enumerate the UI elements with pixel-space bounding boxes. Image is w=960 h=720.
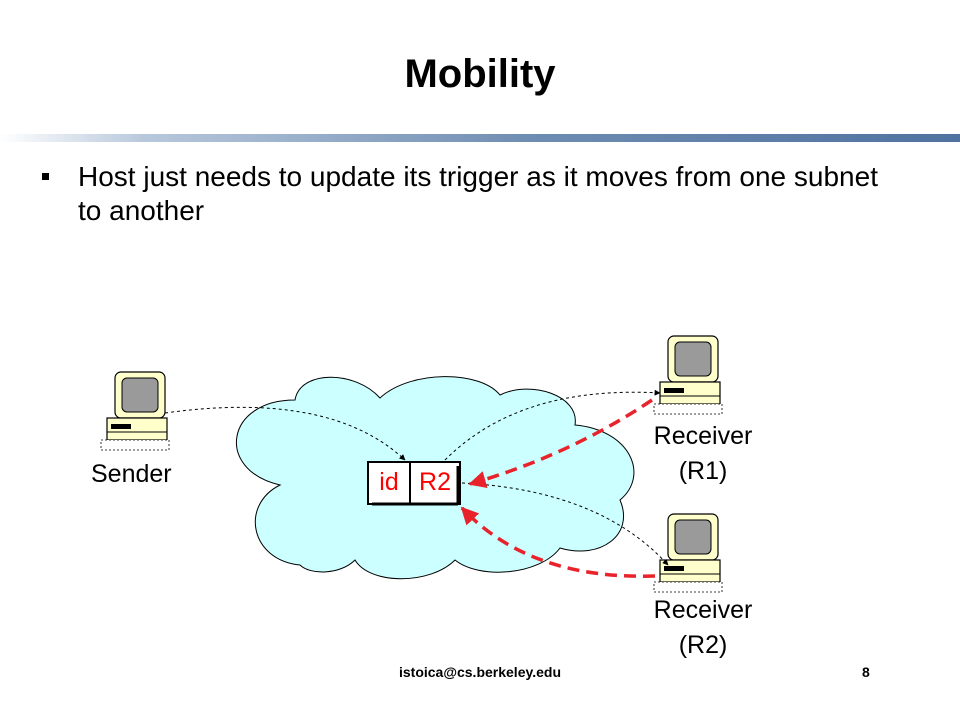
sender-label: Sender <box>91 460 172 488</box>
receiver-r2-computer-icon <box>653 513 723 593</box>
receiver-r2-label-line1: Receiver <box>654 596 753 624</box>
title-divider <box>0 134 960 142</box>
square-bullet-icon <box>42 173 49 180</box>
slide-title: Mobility <box>404 52 556 96</box>
trigger-target-label: R2 <box>419 468 451 496</box>
page-number: 8 <box>862 664 870 680</box>
footer-email: istoica@cs.berkeley.edu <box>398 664 562 680</box>
r2-update-arrow <box>460 506 656 578</box>
receiver-r1-label-line2: (R1) <box>679 457 728 485</box>
trigger-entry: id R2 <box>367 461 461 506</box>
sender-computer-icon <box>100 371 170 451</box>
receiver-r1-label-line1: Receiver <box>654 422 753 450</box>
trigger-id-label: id <box>379 468 398 496</box>
receiver-r1-computer-icon <box>653 335 723 415</box>
bullet-text: Host just needs to update its trigger as… <box>78 161 878 226</box>
receiver-r2-label-line2: (R2) <box>679 631 728 659</box>
trigger-to-r1-arrow <box>444 389 661 461</box>
r1-update-arrow <box>468 398 653 489</box>
